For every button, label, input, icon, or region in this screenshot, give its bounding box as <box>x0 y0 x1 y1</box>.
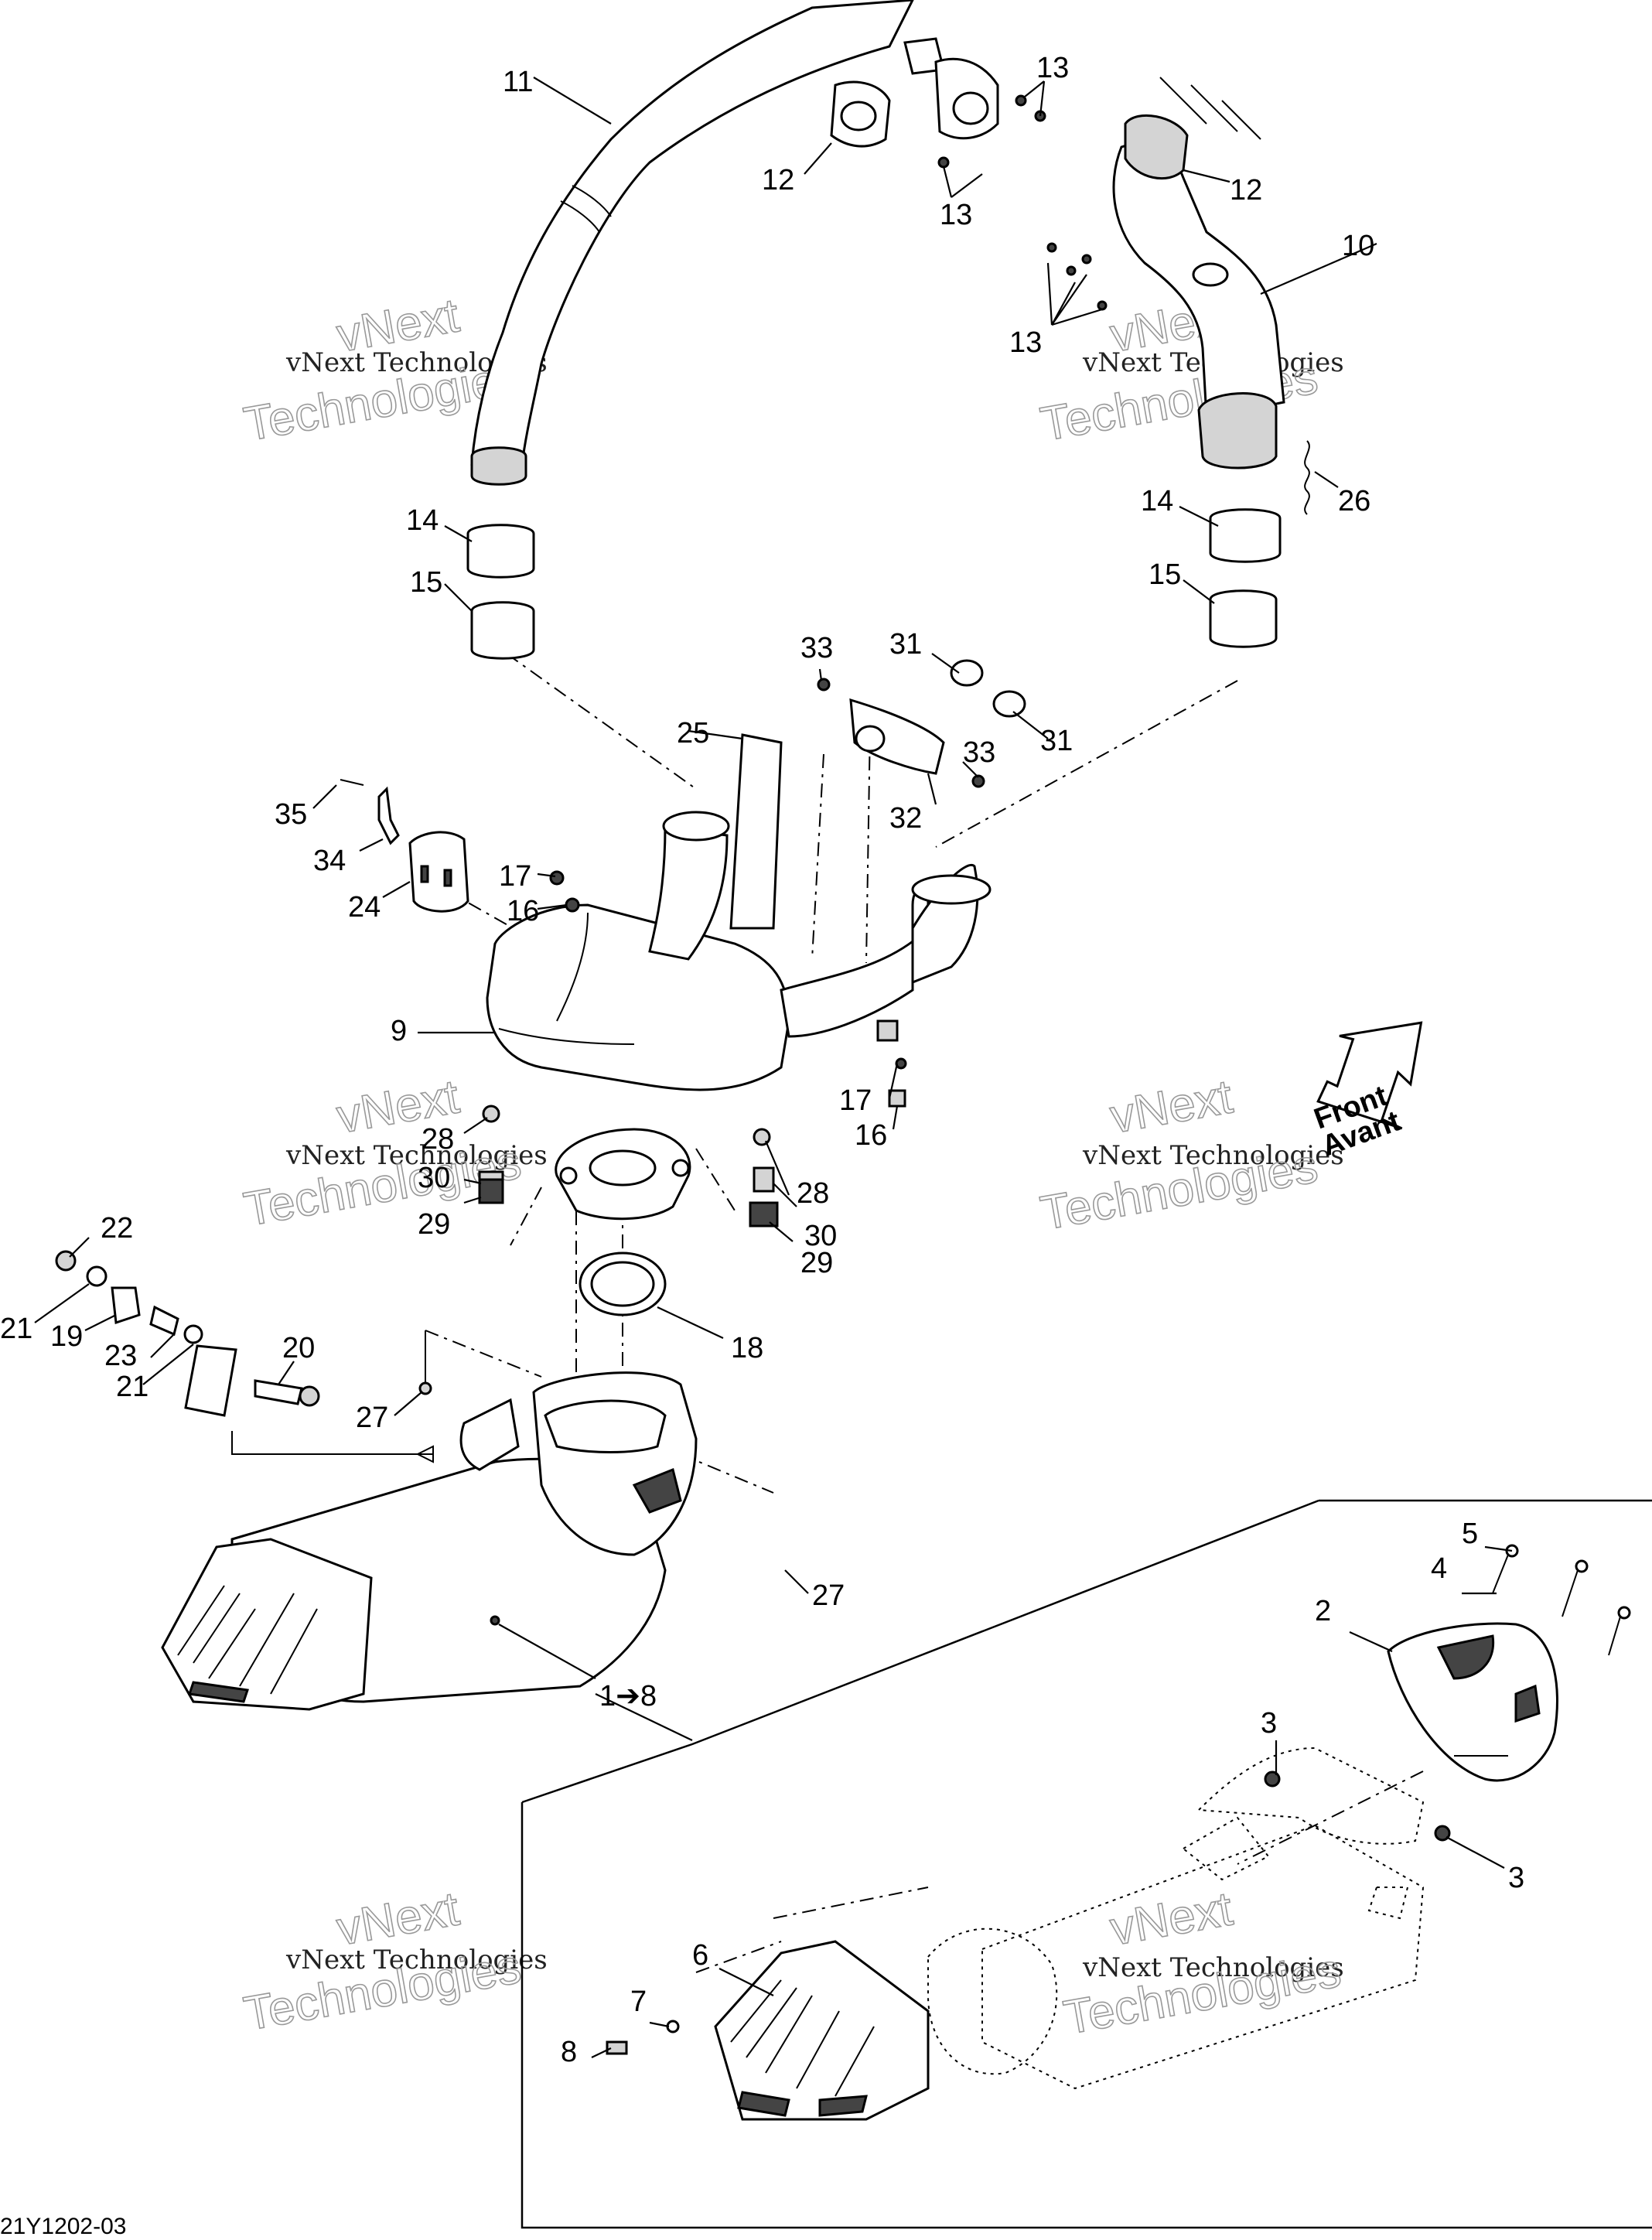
label-5: 5 <box>1462 1518 1478 1550</box>
label-10: 10 <box>1342 230 1374 262</box>
label-29-a: 29 <box>418 1208 450 1241</box>
watermark-text: vNext Technologies <box>285 1945 548 1975</box>
label-30-a: 30 <box>418 1162 450 1194</box>
label-33-a: 33 <box>800 632 833 664</box>
label-8: 8 <box>561 2036 577 2068</box>
label-13-b: 13 <box>940 199 972 231</box>
label-2: 2 <box>1315 1595 1331 1627</box>
inset-heat-shield <box>1387 1622 1558 1782</box>
label-3-b: 3 <box>1508 1862 1524 1894</box>
label-33-b: 33 <box>963 736 995 769</box>
label-24: 24 <box>348 891 381 924</box>
label-29-b: 29 <box>800 1247 833 1279</box>
label-27-b: 27 <box>812 1579 845 1612</box>
watermark-big: vNext <box>1106 1070 1236 1143</box>
label-3-a: 3 <box>1261 1707 1277 1740</box>
label-13-a: 13 <box>1036 52 1069 84</box>
label-32: 32 <box>889 802 922 835</box>
watermark-top-right: vNext vNext Technologies Technologies <box>1036 289 1344 452</box>
watermark-bottom-right: vNext vNext Technologies Technologies <box>1060 1882 1346 2046</box>
label-15-b: 15 <box>1149 558 1181 591</box>
label-15-a: 15 <box>410 566 442 599</box>
diagram-reference: 21Y1202-03 <box>0 2214 126 2239</box>
watermark-mid-left: vNext vNext Technologies Technologies <box>240 1070 548 1238</box>
label-6: 6 <box>692 1939 708 1972</box>
hardware-left <box>478 1105 504 1204</box>
label-20: 20 <box>282 1332 315 1364</box>
label-28-a: 28 <box>422 1123 454 1156</box>
label-26: 26 <box>1338 485 1370 517</box>
main-muffler <box>486 659 1026 1221</box>
label-11: 11 <box>503 66 533 98</box>
leader-lines <box>34 77 1513 2058</box>
label-12-a: 12 <box>762 164 794 196</box>
label-12-b: 12 <box>1230 174 1262 207</box>
clamps-right <box>1209 508 1282 648</box>
label-35: 35 <box>275 798 307 831</box>
watermark-text: vNext Technologies <box>285 1140 548 1171</box>
label-14-b: 14 <box>1141 485 1173 517</box>
label-21-a: 21 <box>0 1313 32 1345</box>
label-31-b: 31 <box>1040 725 1073 757</box>
watermark-bottom-left: vNext vNext Technologies Technologies <box>240 1882 548 2042</box>
label-14-a: 14 <box>406 504 439 537</box>
label-1-to-8: 1➔8 <box>599 1680 657 1712</box>
label-30-b: 30 <box>804 1220 837 1252</box>
inset-silencer-outline <box>927 1747 1425 2090</box>
bracket-hardware <box>55 1250 432 1417</box>
label-34: 34 <box>313 845 346 877</box>
watermark-text: vNext Technologies <box>1082 1140 1344 1171</box>
gasket <box>579 1251 667 1316</box>
clamps-left <box>466 524 535 660</box>
label-31-a: 31 <box>889 628 922 661</box>
hardware-right <box>749 1019 907 1228</box>
inset-end-cap <box>714 1940 930 2121</box>
label-13-c: 13 <box>1009 326 1042 359</box>
label-25: 25 <box>677 717 709 750</box>
assembly-lines <box>231 653 1424 1973</box>
label-4: 4 <box>1431 1552 1447 1585</box>
watermark-text: vNext Technologies <box>1082 1952 1344 1983</box>
label-22: 22 <box>101 1212 133 1245</box>
label-9: 9 <box>391 1015 407 1047</box>
inset-frame <box>521 1499 1652 2229</box>
front-header-pipe <box>470 0 1046 486</box>
rear-header-pipe <box>1046 77 1310 515</box>
label-21-b: 21 <box>116 1371 148 1403</box>
label-17-b: 17 <box>839 1084 872 1117</box>
label-27-a: 27 <box>356 1402 388 1434</box>
direction-arrow: Front Avant <box>1310 1021 1423 1163</box>
hanger-parts <box>340 779 580 913</box>
part-labels: 11 13 12 13 12 10 13 14 15 14 15 26 33 3… <box>0 52 1524 2068</box>
label-28-b: 28 <box>797 1177 829 1210</box>
label-18: 18 <box>731 1332 763 1364</box>
watermark-mid-right: vNext vNext Technologies Technologies <box>1036 1070 1344 1241</box>
label-16-b: 16 <box>855 1119 887 1152</box>
label-17-a: 17 <box>499 860 531 893</box>
label-19: 19 <box>50 1320 83 1353</box>
label-16-a: 16 <box>507 895 539 927</box>
watermark-big: vNext <box>1106 1882 1236 1955</box>
label-7: 7 <box>630 1986 647 2018</box>
silencer <box>161 1371 698 1711</box>
label-23: 23 <box>104 1340 137 1372</box>
